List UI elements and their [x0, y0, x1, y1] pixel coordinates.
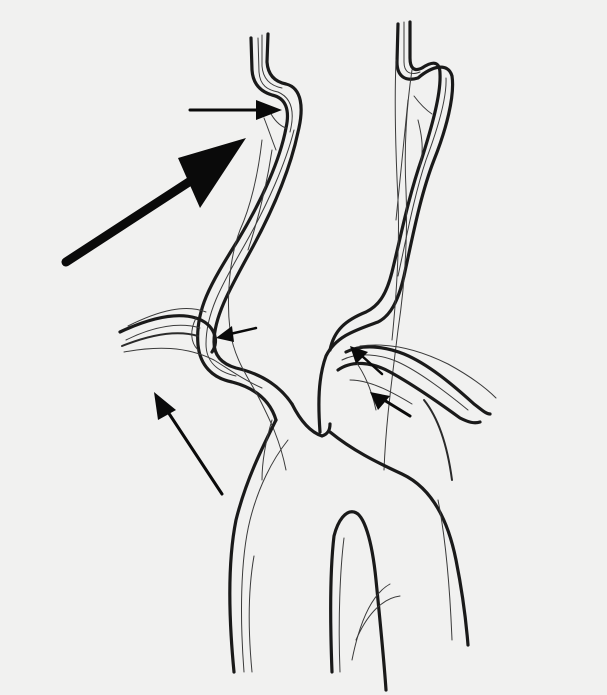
aortic-trunk: [230, 400, 468, 690]
arrow-large-left-carotid-loop: [66, 138, 246, 262]
arrow-top-right-carotid-loop: [190, 100, 282, 120]
left-carotid-vessel: [198, 34, 301, 470]
arrow-right-subclavian-upper: [350, 346, 382, 374]
arrow-left-subclavian-origin: [216, 326, 256, 342]
arrow-aortic-arch-left: [154, 392, 222, 494]
left-subclavian-vessel: [120, 308, 262, 388]
